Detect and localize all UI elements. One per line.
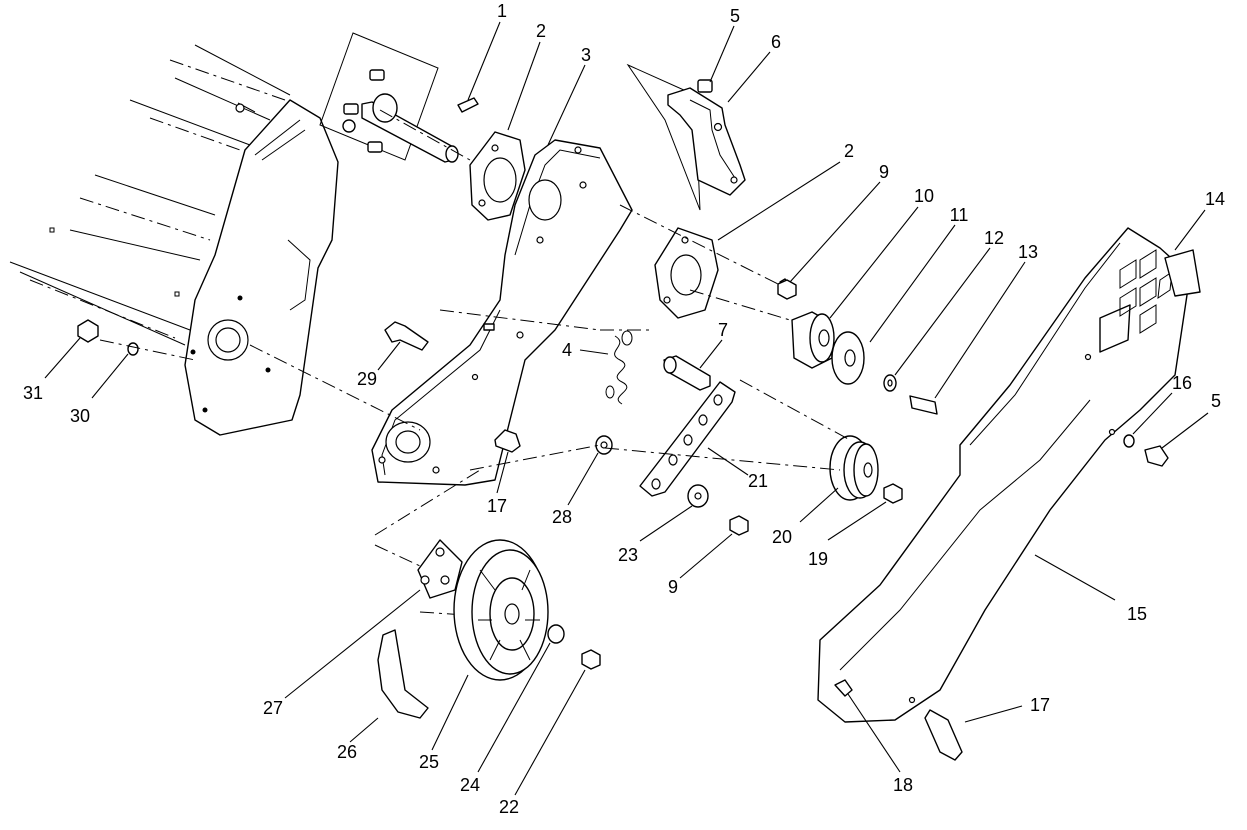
callout-2-lower: 2 [844, 141, 854, 161]
callout-30: 30 [70, 406, 90, 426]
callout-10: 10 [914, 186, 934, 206]
callout-7: 7 [718, 320, 728, 340]
callout-24: 24 [460, 775, 480, 795]
callout-5-lower: 5 [1211, 391, 1221, 411]
side-plate [371, 139, 633, 486]
callout-16: 16 [1172, 373, 1192, 393]
drive-pulley-group [374, 469, 601, 719]
callout-26: 26 [337, 742, 357, 762]
flange-bearing-upper [469, 131, 526, 221]
leader-lines [44, 21, 1209, 796]
callout-9-lower: 9 [668, 577, 678, 597]
callout-23: 23 [618, 545, 638, 565]
callout-28: 28 [552, 507, 572, 527]
bracket [626, 63, 746, 211]
frame-housing [9, 44, 339, 436]
belt-cover [817, 227, 1201, 761]
idler-pulley [829, 435, 903, 504]
callout-18: 18 [893, 775, 913, 795]
callout-1: 1 [497, 1, 507, 21]
callout-22: 22 [499, 797, 519, 817]
callout-4: 4 [562, 340, 572, 360]
callout-27: 27 [263, 698, 283, 718]
idler-arm [595, 381, 749, 536]
callout-13: 13 [1018, 242, 1038, 262]
callout-15: 15 [1127, 604, 1147, 624]
shaft-assembly [319, 32, 479, 163]
callout-31: 31 [23, 383, 43, 403]
spring-and-stud [605, 330, 711, 405]
callout-11: 11 [950, 205, 969, 225]
callout-5-upper: 5 [730, 6, 740, 26]
callout-25: 25 [419, 752, 439, 772]
callout-29: 29 [357, 369, 377, 389]
callout-labels: 1 2 3 5 6 2 9 10 11 12 13 14 4 7 29 31 3… [23, 1, 1225, 817]
callout-14: 14 [1205, 189, 1225, 209]
assembly-centerlines [99, 109, 851, 471]
callout-19: 19 [808, 549, 828, 569]
frame-fasteners [77, 319, 521, 453]
callout-17-right: 17 [1030, 695, 1050, 715]
callout-9-upper: 9 [879, 162, 889, 182]
callout-6: 6 [771, 32, 781, 52]
callout-21: 21 [748, 471, 768, 491]
callout-2-upper: 2 [536, 21, 546, 41]
callout-20: 20 [772, 527, 792, 547]
flange-bearing-lower [654, 227, 719, 319]
hub-pulley-group [777, 278, 938, 415]
callout-17-left: 17 [487, 496, 507, 516]
callout-12: 12 [984, 228, 1004, 248]
callout-3: 3 [581, 45, 591, 65]
